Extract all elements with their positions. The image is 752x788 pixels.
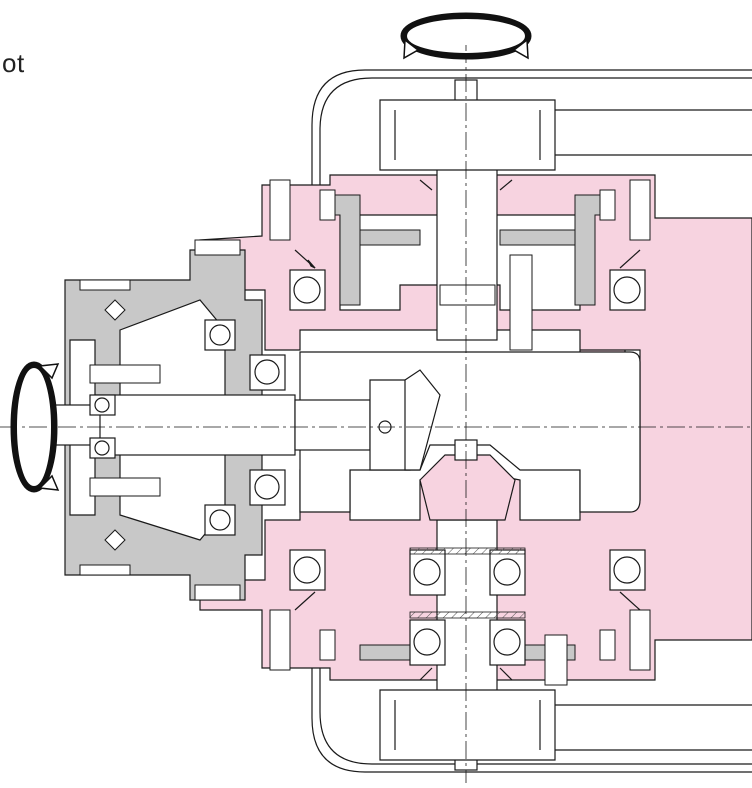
outer-housing-outline [311, 69, 752, 773]
rotation-arrow-icon [400, 12, 532, 60]
ball-bearing-icon [204, 319, 236, 351]
hatched-sections [409, 547, 526, 619]
ball-bearing-icon [409, 619, 446, 666]
ball-bearing-icon [409, 549, 446, 596]
ball-bearing-icon [204, 504, 236, 536]
ball-bearing-icon [489, 619, 526, 666]
ball-bearing-icon [249, 354, 286, 391]
output-flanges [379, 99, 752, 761]
bearings [89, 269, 646, 666]
ball-bearing-icon [289, 549, 326, 591]
ball-bearing-icon [289, 269, 326, 311]
load-arrows [294, 179, 641, 681]
upper-grey-casing [329, 194, 606, 661]
rotation-arrow-icon [10, 361, 60, 493]
seals [104, 299, 126, 551]
horizontal-shaft [54, 369, 441, 471]
ball-bearing-icon [489, 549, 526, 596]
center-lines [0, 45, 752, 783]
ball-bearing-icon [89, 437, 116, 459]
ball-bearing-icon [89, 394, 116, 416]
ball-bearing-icon [609, 549, 646, 591]
bolts [79, 179, 651, 686]
caption-text: ot [2, 48, 25, 78]
ball-bearing-icon [249, 469, 286, 506]
ball-bearing-icon [609, 269, 646, 311]
